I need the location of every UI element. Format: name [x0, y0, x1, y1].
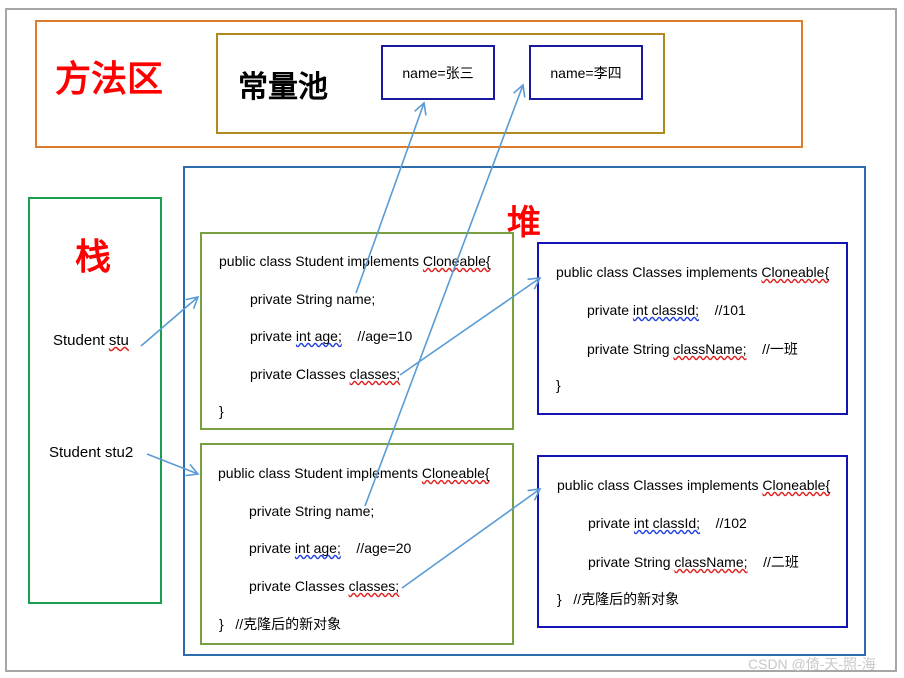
classes2-name-comment: //二班	[763, 554, 799, 570]
stack-var-stu: Student stu	[53, 332, 129, 349]
student2-cloneable: Cloneable{	[421, 465, 490, 481]
classes2-line4: } //克隆后的新对象	[557, 589, 679, 609]
classes1-line3: private String className; //一班	[587, 341, 798, 357]
classes2-cloneable: Cloneable{	[762, 477, 831, 493]
stack-var-stu-name: stu	[108, 332, 129, 349]
classes1-classname: className;	[673, 341, 747, 357]
classes1-line2: private int classId; //101	[587, 302, 746, 318]
classes2-line2: private int classId; //102	[588, 515, 747, 531]
student1-line1: public class Student implements Cloneabl…	[219, 253, 491, 269]
classes1-line4: }	[556, 377, 561, 393]
student1-classes-field: classes;	[349, 366, 401, 382]
heap-area	[183, 166, 866, 656]
student2-line1: public class Student implements Cloneabl…	[218, 465, 490, 481]
classes2-close-brace: }	[557, 591, 562, 607]
stack-title: 栈	[75, 237, 112, 278]
constant-pool-title: 常量池	[238, 70, 328, 105]
student1-int-age: int age;	[295, 328, 342, 344]
pool-item-lisi-text: name=李四	[550, 64, 622, 81]
classes2-id-comment: //102	[715, 515, 747, 531]
classes1-id-comment: //101	[714, 302, 746, 318]
pool-item-zhangsan-text: name=张三	[402, 64, 474, 81]
student2-line4: private Classes classes;	[249, 578, 400, 594]
classes1-line1: public class Classes implements Cloneabl…	[556, 264, 830, 280]
classes2-line3: private String className; //二班	[588, 554, 799, 570]
student1-line3: private int age; //age=10	[250, 328, 413, 344]
student1-line5: }	[219, 403, 224, 419]
stack-area	[28, 197, 162, 604]
outer-frame	[5, 8, 897, 672]
classes2-line1: public class Classes implements Cloneabl…	[557, 477, 831, 493]
classes2-classname: className;	[674, 554, 748, 570]
student2-age-comment: //age=20	[356, 540, 412, 556]
student2-line5: } //克隆后的新对象	[219, 614, 341, 634]
student2-close-brace: }	[219, 616, 224, 632]
student2-classes-field: classes;	[348, 578, 400, 594]
classes2-clone-comment: //克隆后的新对象	[573, 591, 680, 607]
student1-line4: private Classes classes;	[250, 366, 401, 382]
student2-line3: private int age; //age=20	[249, 540, 412, 556]
classes1-name-comment: //一班	[762, 341, 798, 357]
method-area-title: 方法区	[55, 59, 164, 100]
classes2-int-classid: int classId;	[633, 515, 701, 531]
classes1-cloneable: Cloneable{	[761, 264, 830, 280]
student1-line2: private String name;	[250, 291, 376, 307]
student1-age-comment: //age=10	[357, 328, 413, 344]
student1-cloneable: Cloneable{	[422, 253, 491, 269]
classes1-int-classid: int classId;	[632, 302, 700, 318]
pool-item-zhangsan: name=张三	[381, 45, 495, 100]
student2-clone-comment: //克隆后的新对象	[235, 616, 342, 632]
student2-line2: private String name;	[249, 503, 375, 519]
watermark: CSDN @倚-天-照-海	[748, 656, 876, 672]
student2-int-age: int age;	[294, 540, 341, 556]
stack-var-stu2: Student stu2	[49, 444, 134, 461]
pool-item-lisi: name=李四	[529, 45, 643, 100]
